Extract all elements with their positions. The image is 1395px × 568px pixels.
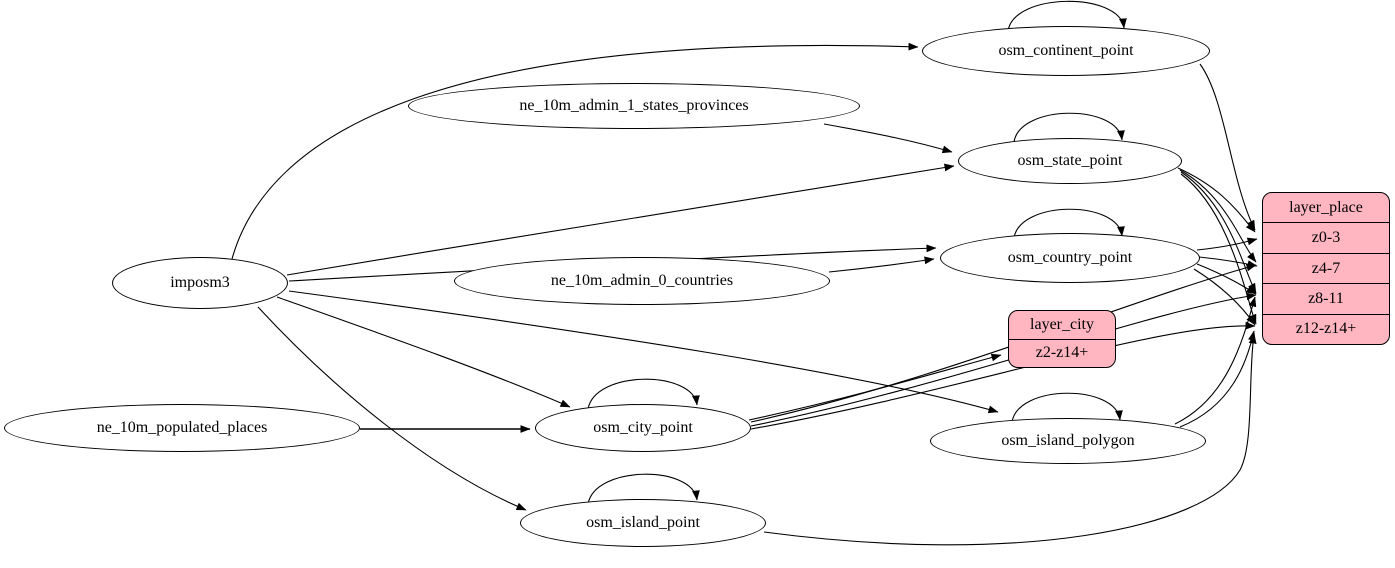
selfloop-osm_island_point [587, 473, 700, 505]
edge-state-z12-z14 [1180, 173, 1257, 325]
edge-imposm3-osm_continent_point [231, 42, 919, 260]
edge-ne1-osm_state_point [823, 123, 953, 154]
layer-place-row-z12-z14: z12-z14+ [1263, 313, 1389, 344]
node-osm-continent-point: osm_continent_point [922, 26, 1210, 76]
selfloop-osm_island_polygon [1011, 392, 1123, 423]
node-osm-city-point: osm_city_point [535, 404, 751, 452]
edge-state-z8-11 [1180, 171, 1257, 294]
node-layer-city: layer_city z2-z14+ [1008, 310, 1116, 368]
layer-place-row-z4-7: z4-7 [1263, 252, 1389, 283]
edge-imposm3-osm_island_polygon [288, 290, 999, 414]
edge-continent-z0-3 [1199, 63, 1256, 231]
node-ne-10m-populated-places-label: ne_10m_populated_places [96, 419, 268, 436]
edge-country-z8-11 [1196, 263, 1257, 295]
edge-country-z0-3 [1196, 237, 1258, 251]
edge-islandpt-z12-z14 [763, 333, 1257, 546]
layer-city-title: layer_city [1030, 315, 1094, 333]
layer-city-row-z2-z14: z2-z14+ [1009, 338, 1115, 368]
node-osm-island-polygon: osm_island_polygon [930, 418, 1206, 464]
edge-islandpoly-z8-11 [1174, 296, 1257, 425]
node-osm-island-polygon-label: osm_island_polygon [1001, 432, 1135, 449]
selfloop-osm_city_point [587, 378, 700, 410]
edge-city-z12-z14 [750, 321, 1256, 430]
node-osm-state-point: osm_state_point [958, 138, 1182, 184]
selfloop-osm_state_point [1013, 112, 1125, 143]
edge-country-z12-z14 [1193, 268, 1256, 326]
edge-country-z4-7 [1198, 256, 1258, 268]
node-ne-10m-admin-1-states-provinces-label: ne_10m_admin_1_states_provinces [519, 97, 749, 114]
edge-imposm3-osm_state_point [286, 163, 955, 276]
node-osm-continent-point-label: osm_continent_point [998, 42, 1134, 59]
node-layer-place: layer_place z0-3 z4-7 z8-11 z12-z14+ [1262, 192, 1390, 345]
node-osm-island-point: osm_island_point [520, 499, 766, 547]
edge-state-z4-7 [1179, 169, 1257, 263]
node-ne-10m-admin-0-countries: ne_10m_admin_0_countries [454, 257, 830, 305]
edge-city-z4-7 [750, 263, 1257, 423]
edge-state-z0-3 [1177, 167, 1256, 233]
edge-imposm3-osm_island_point [257, 306, 527, 511]
node-osm-island-point-label: osm_island_point [586, 514, 700, 531]
layer-place-row-z8-11: z8-11 [1263, 283, 1389, 313]
node-imposm3-label: imposm3 [170, 274, 230, 291]
node-osm-country-point: osm_country_point [940, 233, 1200, 283]
layer-place-title: layer_place [1289, 198, 1363, 216]
edge-islandpoly-z12-z14 [1179, 330, 1256, 428]
node-ne-10m-admin-0-countries-label: ne_10m_admin_0_countries [550, 272, 734, 289]
node-imposm3: imposm3 [112, 257, 288, 309]
node-osm-country-point-label: osm_country_point [1007, 249, 1133, 266]
edge-city-layer_city [748, 353, 1002, 421]
selfloop-osm_country_point [1013, 208, 1125, 239]
node-osm-state-point-label: osm_state_point [1017, 152, 1123, 169]
node-ne-10m-admin-1-states-provinces: ne_10m_admin_1_states_provinces [408, 83, 860, 129]
layer-place-row-z0-3: z0-3 [1263, 222, 1389, 252]
node-osm-city-point-label: osm_city_point [593, 419, 693, 436]
edge-imposm3-osm_city_point [276, 296, 571, 408]
selfloop-osm_continent_point [1007, 0, 1127, 32]
node-ne-10m-populated-places: ne_10m_populated_places [4, 404, 360, 452]
edge-city-z8-11 [750, 292, 1257, 427]
edge-ne0-osm_country_point [828, 256, 935, 273]
